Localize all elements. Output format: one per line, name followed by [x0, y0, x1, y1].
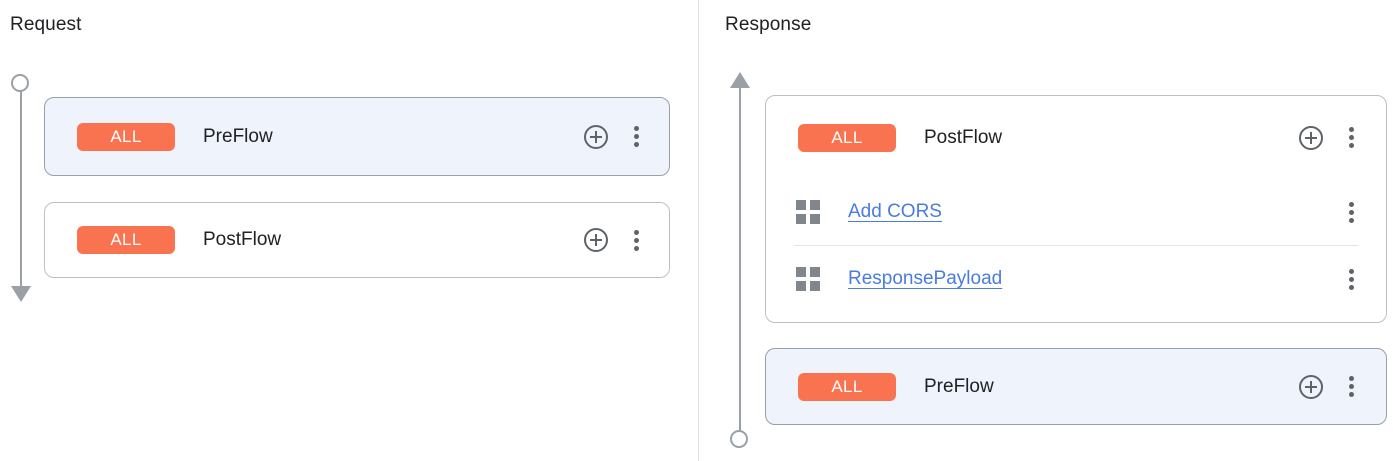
flow-header-row[interactable]: ALL PreFlow — [45, 98, 669, 175]
plus-circle-icon[interactable] — [584, 124, 608, 149]
flow-header-row[interactable]: ALL PostFlow — [766, 96, 1386, 179]
method-badge: ALL — [77, 226, 175, 254]
policy-link[interactable]: Add CORS — [848, 201, 942, 222]
plus-circle-icon[interactable] — [1299, 374, 1323, 399]
drag-grid-icon[interactable] — [796, 200, 820, 224]
rail-arrow-down-icon — [11, 286, 31, 302]
policy-row-actions — [1349, 246, 1354, 312]
request-panel: Request ALL PreFlow ALL — [9, 14, 670, 304]
policy-divider — [794, 245, 1358, 246]
flow-card-request-postflow[interactable]: ALL PostFlow — [44, 202, 670, 278]
flow-card-response-preflow[interactable]: ALL PreFlow — [765, 348, 1387, 425]
response-flow-rail — [728, 72, 752, 449]
flow-row-actions — [1299, 96, 1354, 179]
rail-line — [20, 91, 22, 288]
panel-divider — [698, 0, 699, 461]
response-panel-title: Response — [725, 14, 812, 35]
more-vert-icon[interactable] — [634, 126, 639, 147]
drag-grid-icon[interactable] — [796, 267, 820, 291]
rail-start-circle-icon — [11, 74, 29, 92]
rail-line — [739, 86, 741, 432]
policy-row[interactable]: ResponsePayload — [766, 246, 1386, 312]
flow-name-label: PostFlow — [924, 126, 1003, 148]
policy-row[interactable]: Add CORS — [766, 179, 1386, 245]
plus-circle-icon[interactable] — [1299, 125, 1323, 150]
flow-name-label: PostFlow — [203, 229, 282, 250]
flow-row-actions — [584, 203, 639, 277]
flow-name-label: PreFlow — [203, 125, 273, 147]
rail-arrow-up-icon — [730, 72, 750, 88]
rail-end-circle-icon — [730, 430, 748, 448]
more-vert-icon[interactable] — [1349, 268, 1354, 290]
flow-header-row[interactable]: ALL PreFlow — [766, 349, 1386, 424]
more-vert-icon[interactable] — [1349, 376, 1354, 397]
flow-card-response-postflow[interactable]: ALL PostFlow Add CORS — [765, 95, 1387, 323]
response-panel: Response ALL PostFlow — [699, 0, 1393, 461]
request-panel-title: Request — [10, 14, 82, 35]
request-flow-rail — [9, 74, 33, 304]
more-vert-icon[interactable] — [1349, 127, 1354, 148]
flow-row-actions — [1299, 349, 1354, 424]
flow-card-request-preflow[interactable]: ALL PreFlow — [44, 97, 670, 176]
plus-circle-icon[interactable] — [584, 228, 608, 252]
policy-link[interactable]: ResponsePayload — [848, 268, 1003, 289]
flow-row-actions — [584, 98, 639, 175]
flow-header-row[interactable]: ALL PostFlow — [45, 203, 669, 277]
more-vert-icon[interactable] — [634, 229, 639, 251]
more-vert-icon[interactable] — [1349, 201, 1354, 223]
method-badge: ALL — [798, 372, 896, 401]
flow-name-label: PreFlow — [924, 375, 994, 397]
policy-row-actions — [1349, 179, 1354, 245]
method-badge: ALL — [798, 123, 896, 152]
method-badge: ALL — [77, 122, 175, 151]
